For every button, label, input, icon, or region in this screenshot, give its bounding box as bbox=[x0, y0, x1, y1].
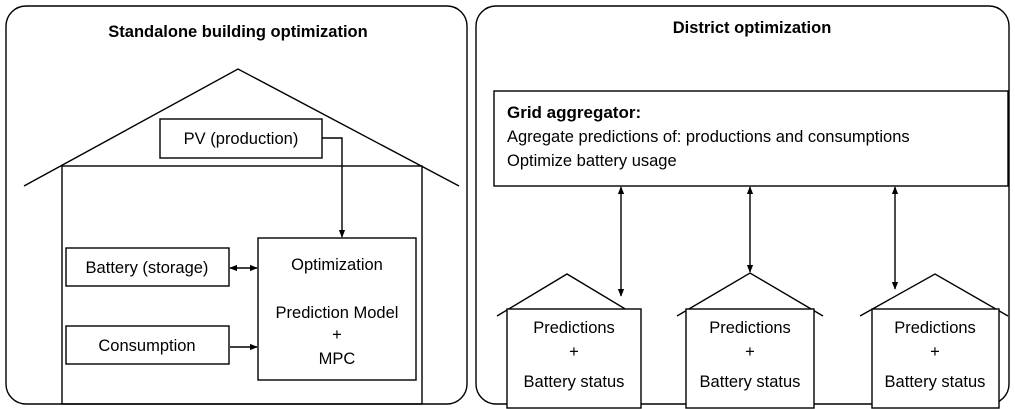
grid-aggregator-line1: Agregate predictions of: productions and… bbox=[507, 128, 910, 146]
prediction-plus-label: + bbox=[332, 326, 342, 344]
mpc-label: MPC bbox=[319, 350, 356, 368]
pv-to-optimization-arrow bbox=[322, 137, 346, 238]
house-1-battery-status: Battery status bbox=[524, 373, 625, 391]
battery-box bbox=[65, 247, 230, 287]
house-2-roof bbox=[676, 272, 824, 317]
standalone-title: Standalone building optimization bbox=[108, 23, 367, 41]
grid-aggregator-box bbox=[493, 90, 1009, 187]
house-2-battery-status: Battery status bbox=[700, 373, 801, 391]
house-body bbox=[61, 165, 423, 405]
consumption-label: Consumption bbox=[98, 337, 195, 355]
house-2-plus: + bbox=[745, 343, 755, 361]
grid-aggregator-heading: Grid aggregator: bbox=[507, 103, 641, 122]
house-3-roof bbox=[859, 273, 1009, 317]
house-3-battery-status: Battery status bbox=[885, 373, 986, 391]
house-1: Predictions + Battery status bbox=[496, 273, 642, 409]
house-2: Predictions + Battery status bbox=[676, 272, 824, 409]
grid-aggregator-line2: Optimize battery usage bbox=[507, 152, 677, 170]
pv-label: PV (production) bbox=[184, 130, 299, 148]
optimization-box bbox=[257, 237, 417, 381]
house-3: Predictions + Battery status bbox=[859, 273, 1009, 409]
district-title: District optimization bbox=[673, 19, 832, 37]
house-1-body bbox=[506, 308, 642, 409]
house-1-predictions: Predictions bbox=[533, 319, 615, 337]
house-2-predictions: Predictions bbox=[709, 319, 791, 337]
house-2-body bbox=[685, 308, 815, 409]
optimization-label: Optimization bbox=[291, 256, 383, 274]
house-1-roof bbox=[496, 273, 638, 317]
house-3-plus: + bbox=[930, 343, 940, 361]
house-roof bbox=[23, 68, 460, 187]
house-1-plus: + bbox=[569, 343, 579, 361]
battery-label: Battery (storage) bbox=[86, 259, 209, 277]
house-3-predictions: Predictions bbox=[894, 319, 976, 337]
pv-box bbox=[159, 118, 323, 159]
consumption-box bbox=[65, 325, 230, 365]
prediction-model-label: Prediction Model bbox=[276, 304, 399, 322]
house-3-body bbox=[871, 308, 1000, 409]
